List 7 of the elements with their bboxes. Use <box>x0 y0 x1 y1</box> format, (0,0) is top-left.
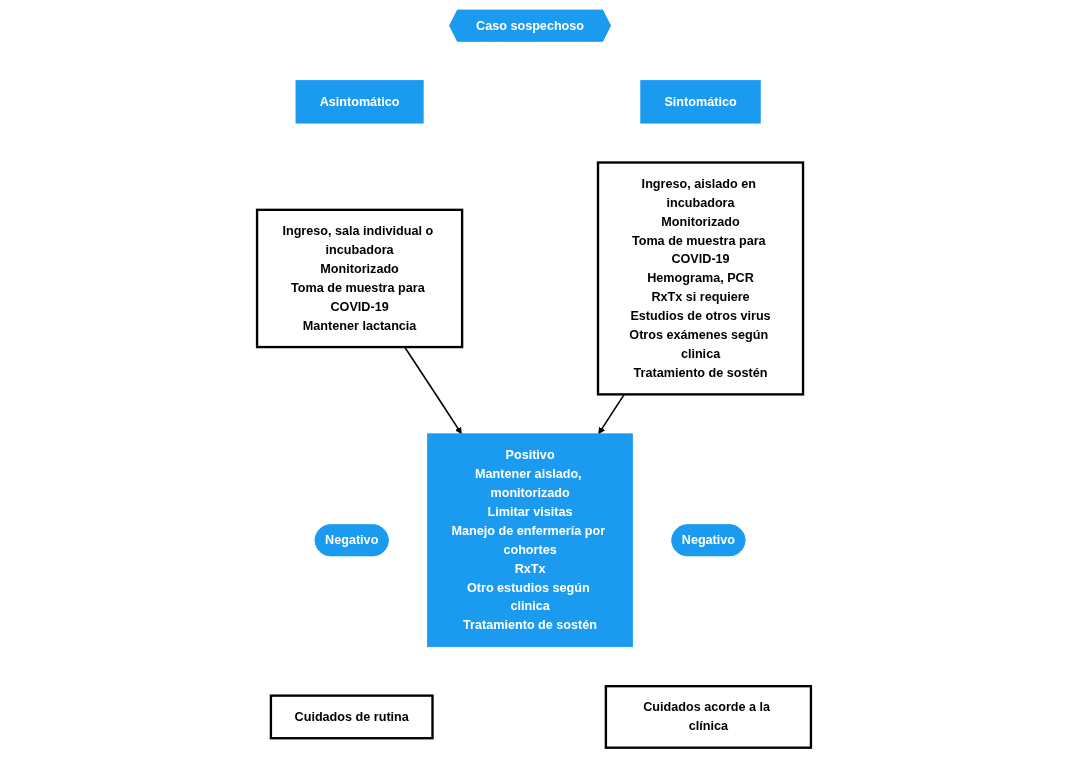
node-box: Asintomático <box>295 80 424 124</box>
node-box: Cuidados acorde a la clínica <box>604 685 813 749</box>
node-box: Sintomático <box>640 80 761 124</box>
node-box: Cuidados de rutina <box>269 694 434 740</box>
node-box: Positivo Mantener aislado, monitorizado Limitar visitas Manejo de enfermería por cohortes RxTx Otro estudios según clinica Tratamiento de sostén <box>427 433 633 648</box>
node-box: Ingreso, aislado en incubadora Monitorizado Toma de muestra para COVID-19 Hemograma, PCR RxTx si requiere Estudios de otros virus Otros exámenes según clinica Tratamiento de sostén <box>596 161 805 396</box>
node-box: Ingreso, sala individual o incubadora Monitorizado Toma de muestra para COVID-19 Mantener lactancia <box>255 208 464 349</box>
